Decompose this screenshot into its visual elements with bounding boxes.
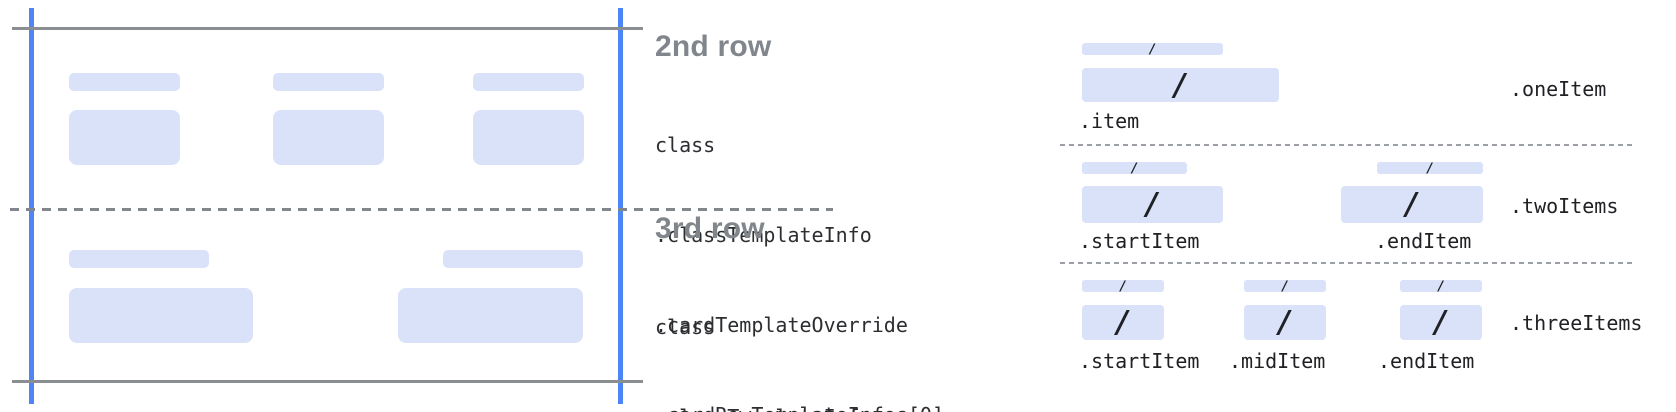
row2-item3-value-placeholder [473,110,584,165]
slash-glyph: / [1171,67,1190,103]
slash-glyph: / [1426,160,1434,176]
card-bottom-guide-line [12,380,643,383]
row2-annotation: 2nd row class .classTemplateInfo .cardTe… [655,30,965,412]
two-items-start-value-placeholder: / [1082,186,1223,223]
row3-code-line: .classTemplateInfo [655,402,965,412]
row2-code-line: .cardTemplateOverride [655,313,908,337]
row2-code-line: .classTemplateInfo [655,223,872,247]
three-items-start-field-label: .startItem [1079,349,1200,373]
three-items-end-label-placeholder: / [1400,278,1482,294]
slash-glyph: / [1281,278,1289,294]
row3-start-value-placeholder [69,288,253,343]
row2-item2-label-placeholder [273,73,384,91]
card-right-guide-line [618,8,623,404]
one-item-label-placeholder: / [1082,41,1223,57]
slash-glyph: / [1431,305,1451,340]
slash-glyph: / [1275,305,1295,340]
row3-annotation: 3rd row class .classTemplateInfo .cardTe… [655,212,965,412]
slash-glyph: / [1148,41,1157,57]
three-items-end-value-placeholder: / [1400,305,1482,340]
two-items-end-label-placeholder: / [1377,160,1483,176]
row3-start-label-placeholder [69,250,209,268]
row3-code-line: class [655,315,716,339]
card-top-guide-line [12,27,643,30]
slash-glyph: / [1130,160,1139,176]
three-items-end-field-label: .endItem [1378,349,1475,373]
slash-glyph: / [1143,187,1162,222]
slash-glyph: / [1437,278,1445,294]
row2-code-line: class [655,133,716,157]
one-item-value-placeholder: / [1082,67,1279,103]
row3-end-label-placeholder [443,250,583,268]
three-items-start-label-placeholder: / [1082,278,1164,294]
section-divider-dotted-line [1060,144,1632,146]
row2-item1-value-placeholder [69,110,180,165]
one-item-field-label: .item [1079,109,1140,133]
row3-annotation-title: 3rd row [655,212,765,245]
row3-end-value-placeholder [398,288,583,343]
slash-glyph: / [1113,305,1133,340]
row2-annotation-title: 2nd row [655,30,772,63]
three-items-start-value-placeholder: / [1082,305,1164,340]
section-divider-dotted-line [1060,262,1632,264]
row2-item3-label-placeholder [473,73,584,91]
three-items-mid-value-placeholder: / [1244,305,1326,340]
row-divider-dashed-line [10,208,833,211]
slash-glyph: / [1402,187,1422,222]
card-left-guide-line [29,8,34,404]
three-items-mid-field-label: .midItem [1229,349,1326,373]
two-items-end-value-placeholder: / [1341,186,1483,223]
row2-code-line: .cardRowTemplateInfos[0] [655,400,965,412]
two-items-start-label-placeholder: / [1082,160,1187,176]
two-items-end-field-label: .endItem [1375,229,1472,253]
three-items-row-label: .threeItems [1510,311,1643,335]
row2-item2-value-placeholder [273,110,384,165]
slash-glyph: / [1119,278,1127,294]
one-item-row-label: .oneItem [1510,77,1607,101]
two-items-row-label: .twoItems [1510,194,1619,218]
two-items-start-field-label: .startItem [1079,229,1200,253]
row2-item1-label-placeholder [69,73,180,91]
three-items-mid-label-placeholder: / [1244,278,1326,294]
